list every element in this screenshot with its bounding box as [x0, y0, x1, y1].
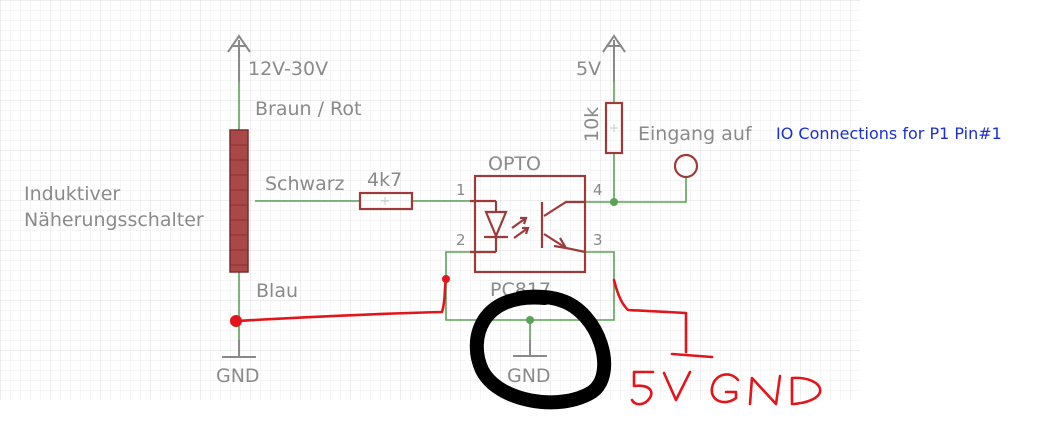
black-highlight-circle: [469, 289, 612, 410]
resistor-10k: [604, 101, 624, 155]
supply-5v-symbol: [602, 34, 626, 82]
opto-name-label: OPTO: [488, 153, 541, 175]
optocoupler-pc817: [470, 174, 587, 274]
opto-pin-3: 3: [593, 231, 603, 249]
handwritten-5v-gnd: [630, 370, 822, 406]
resistor-4k7: [358, 191, 414, 211]
opto-pin-1: 1: [456, 181, 466, 199]
opto-pin-2: 2: [456, 231, 466, 249]
io-connections-note: IO Connections for P1 Pin#1: [776, 124, 1002, 143]
wire-brown-label: Braun / Rot: [255, 98, 361, 120]
grid-background: [0, 0, 860, 400]
supply-5v-label: 5V: [576, 58, 601, 80]
resistor-4k7-label: 4k7: [367, 169, 402, 191]
resistor-10k-label: 10k: [581, 107, 603, 142]
sensor-label-line1: Induktiver: [24, 183, 120, 205]
input-label: Eingang auf: [638, 123, 753, 145]
gnd-middle-symbol: [513, 340, 547, 357]
proximity-sensor-body: [229, 129, 249, 273]
opto-pin-4: 4: [593, 181, 603, 199]
wires: [238, 82, 687, 355]
input-terminal-icon: [673, 153, 699, 179]
red-dot: [230, 315, 242, 327]
junction-dot: [526, 316, 534, 324]
red-annotation-wires: [230, 275, 714, 359]
gnd-left-label: GND: [216, 365, 260, 387]
wire-blue-label: Blau: [256, 280, 298, 302]
wire-black-label: Schwarz: [265, 173, 345, 195]
sensor-label-line2: Näherungsschalter: [24, 209, 204, 231]
red-dot: [442, 275, 450, 283]
gnd-middle-label: GND: [507, 365, 551, 387]
gnd-left-symbol: [222, 340, 256, 358]
junction-dot: [610, 198, 618, 206]
supply-high-label: 12V-30V: [248, 58, 328, 80]
supply-12v-symbol: [227, 34, 251, 82]
